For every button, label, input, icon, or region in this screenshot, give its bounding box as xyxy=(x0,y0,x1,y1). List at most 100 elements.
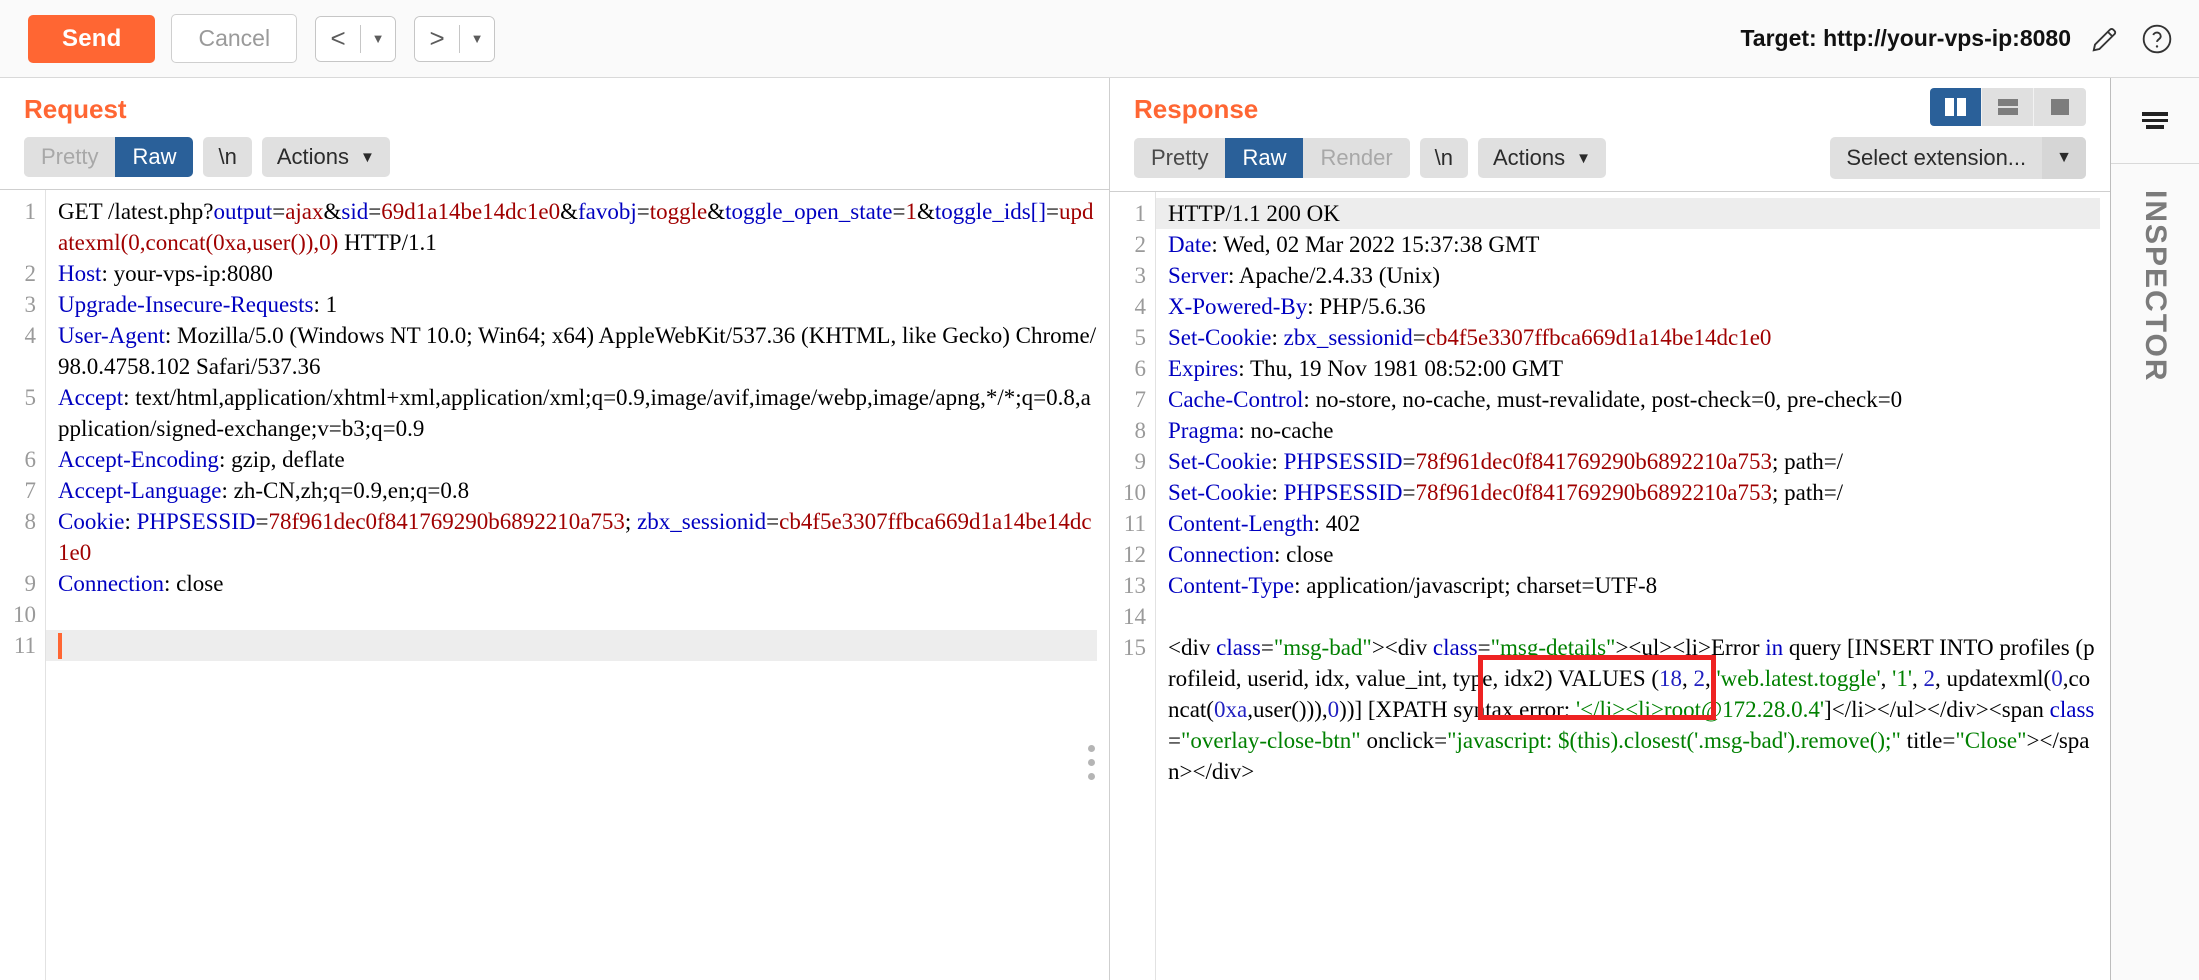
code-token: 78f961dec0f841769290b6892210a753 xyxy=(268,509,625,534)
request-pane: Request Pretty Raw \n Actions ▼ xyxy=(0,78,1110,980)
code-token: 78f961dec0f841769290b6892210a753 xyxy=(1415,480,1772,505)
code-token: 2 xyxy=(1923,666,1935,691)
request-view-segmented: Pretty Raw xyxy=(24,137,194,177)
code-token: cb4f5e3307ffbca669d1a14be14dc1e0 xyxy=(58,509,1092,565)
line-number: 14 xyxy=(1123,604,1146,629)
code-token: 'web.latest.toggle' xyxy=(1716,666,1881,691)
response-tab-pretty[interactable]: Pretty xyxy=(1134,138,1226,178)
code-token: : zh-CN,zh;q=0.9,en;q=0.8 xyxy=(221,478,470,503)
cancel-button[interactable]: Cancel xyxy=(171,14,298,63)
request-actions-menu[interactable]: Actions ▼ xyxy=(261,137,390,177)
response-newline-toggle[interactable]: \n xyxy=(1419,138,1468,178)
chevron-down-icon-forward[interactable]: ▼ xyxy=(460,16,495,61)
code-token: = xyxy=(1402,480,1416,505)
code-token: : Apache/2.4.33 (Unix) xyxy=(1228,263,1441,288)
code-token: output xyxy=(213,199,273,224)
request-tab-pretty[interactable]: Pretty xyxy=(24,137,116,177)
code-token: Connection xyxy=(58,571,165,596)
align-lines-icon[interactable] xyxy=(2111,78,2199,164)
code-token: ]</li></ul></div><span xyxy=(1824,697,2050,722)
chevron-down-icon-back[interactable]: ▼ xyxy=(361,16,396,61)
code-token: title= xyxy=(1900,728,1956,753)
line-number: 9 xyxy=(1134,449,1147,474)
code-token: = xyxy=(636,199,650,224)
code-token: ></span></div> xyxy=(1168,728,2090,784)
history-back-group[interactable]: < ▼ xyxy=(315,15,397,62)
text-cursor xyxy=(58,633,62,660)
line-number: 15 xyxy=(1123,635,1146,660)
code-token: Server xyxy=(1168,263,1229,288)
code-token: : text/html,application/xhtml+xml,applic… xyxy=(58,385,1091,441)
request-code[interactable]: GET /latest.php?output=ajax&sid=69d1a14b… xyxy=(46,190,1109,980)
pane-resize-handle[interactable] xyxy=(1088,745,1095,780)
code-token: sid xyxy=(341,199,369,224)
code-token: , updatexml( xyxy=(1934,666,2052,691)
code-token: <div xyxy=(1168,635,1217,660)
code-line: Content-Length: 402 xyxy=(1168,508,2100,539)
code-token: Accept-Language xyxy=(58,478,222,503)
code-line: Set-Cookie: PHPSESSID=78f961dec0f8417692… xyxy=(1168,446,2100,477)
history-forward-group[interactable]: > ▼ xyxy=(414,15,496,62)
request-tab-raw[interactable]: Raw xyxy=(115,137,194,177)
code-token: class xyxy=(1432,635,1478,660)
code-token: Upgrade-Insecure-Requests xyxy=(58,292,314,317)
code-token: User-Agent xyxy=(58,323,165,348)
line-number: 5 xyxy=(24,385,37,410)
code-token: : PHP/5.6.36 xyxy=(1307,294,1426,319)
response-tab-render[interactable]: Render xyxy=(1303,138,1410,178)
pencil-icon[interactable] xyxy=(2087,21,2123,57)
code-token: & xyxy=(707,199,726,224)
request-newline-toggle[interactable]: \n xyxy=(203,137,252,177)
code-token: Set-Cookie xyxy=(1168,480,1272,505)
line-number: 7 xyxy=(1134,387,1147,412)
inspector-label[interactable]: INSPECTOR xyxy=(2139,190,2172,383)
code-line: Set-Cookie: zbx_sessionid=cb4f5e3307ffbc… xyxy=(1168,322,2100,353)
code-token: 18 xyxy=(1659,666,1683,691)
line-number: 7 xyxy=(24,478,37,503)
code-token: toggle xyxy=(649,199,708,224)
code-token: Accept-Encoding xyxy=(58,447,219,472)
single-pane-layout-icon[interactable] xyxy=(2034,88,2086,126)
code-token: Cookie xyxy=(58,509,125,534)
code-token: = xyxy=(255,509,269,534)
code-line: Cookie: PHPSESSID=78f961dec0f841769290b6… xyxy=(58,506,1099,568)
select-extension-dropdown[interactable]: Select extension... ▼ xyxy=(1830,137,2086,179)
code-token: Expires xyxy=(1168,356,1239,381)
chevron-left-icon[interactable]: < xyxy=(316,16,361,61)
code-token: & xyxy=(560,199,578,224)
code-token: = xyxy=(1260,635,1274,660)
code-token: zbx_sessionid xyxy=(1283,325,1413,350)
code-line: Set-Cookie: PHPSESSID=78f961dec0f8417692… xyxy=(1168,477,2100,508)
code-token: class xyxy=(2049,697,2095,722)
request-tabs-row: Pretty Raw \n Actions ▼ xyxy=(24,137,1109,189)
code-token: ><div xyxy=(1371,635,1433,660)
code-token: HTTP/1.1 xyxy=(338,230,437,255)
side-by-side-layout-icon[interactable] xyxy=(1930,88,1982,126)
code-token: Set-Cookie xyxy=(1168,325,1272,350)
code-token: = xyxy=(1046,199,1059,224)
code-token: class xyxy=(1216,635,1261,660)
code-token: Host xyxy=(58,261,102,286)
code-token: : xyxy=(1271,480,1284,505)
response-actions-menu[interactable]: Actions ▼ xyxy=(1478,138,1607,178)
response-tab-raw[interactable]: Raw xyxy=(1225,138,1304,178)
code-line: Pragma: no-cache xyxy=(1168,415,2100,446)
code-token: onclick= xyxy=(1360,728,1448,753)
code-line: User-Agent: Mozilla/5.0 (Windows NT 10.0… xyxy=(58,320,1099,382)
code-line: Connection: close xyxy=(58,568,1099,599)
code-line: Host: your-vps-ip:8080 xyxy=(58,258,1099,289)
code-token: : xyxy=(1271,325,1284,350)
stacked-layout-icon[interactable] xyxy=(1982,88,2034,126)
send-button[interactable]: Send xyxy=(28,14,156,63)
chevron-right-icon[interactable]: > xyxy=(415,16,460,61)
code-line: Accept-Encoding: gzip, deflate xyxy=(58,444,1099,475)
code-token: , xyxy=(1682,666,1694,691)
dot xyxy=(1088,773,1095,780)
response-actions-label: Actions xyxy=(1493,145,1566,170)
code-token: ; path=/ xyxy=(1771,449,1844,474)
question-circle-icon[interactable] xyxy=(2139,21,2175,57)
